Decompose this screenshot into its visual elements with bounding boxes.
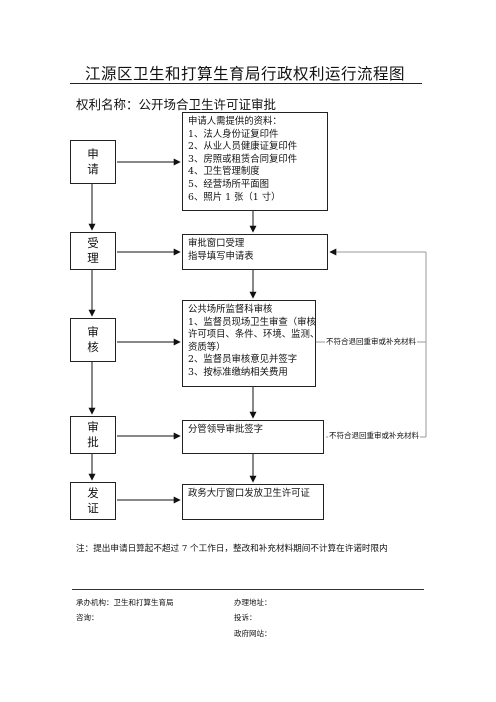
step-line: 审批窗口受理 [188,238,245,249]
step-line: 公共场所监督科审核 [188,304,273,315]
return-note-review: 不符合退回重审或补充材料 [325,336,417,347]
step-line: 2、监督员审核意见并签字 [188,354,298,366]
stage-apply: 申 请 [70,140,116,184]
step-line: 政务大厅窗口发放卫生许可证 [188,488,310,499]
stage-accept-char-2: 理 [87,251,99,265]
footer-org: 承办机构：卫生和打算生育局 [76,598,174,607]
footer-address: 办理地址： [234,598,272,607]
stage-accept: 受 理 [70,232,116,270]
stage-issue: 发 证 [70,482,116,520]
step-supervision-review: 公共场所监督科审核 1、监督员现场卫生审查（审核 许可项目、条件、环境、监测、 … [182,300,320,387]
title-underline [70,83,422,84]
step-line: 3、房照或租赁合同复印件 [188,153,298,165]
stage-review-char-1: 审 [87,325,99,339]
stage-accept-char-1: 受 [87,236,99,250]
step-line: 资质等） [188,341,226,353]
step-line: 3、按标准缴纳相关费用 [188,366,288,378]
step-apply-materials: 申请人需提供的资料： 1、法人身份证复印件 2、从业人员健康证复印件 3、房照或… [182,112,328,211]
stage-issue-char-1: 发 [87,486,99,500]
step-line: 6、照片 1 张（1 寸） [188,191,281,203]
step-line: 指导填写申请表 [188,250,254,262]
step-leader-approval: 分管领导审批签字 [182,420,324,454]
stage-approve: 审 批 [70,416,116,454]
step-line: 5、经营场所平面图 [188,178,269,190]
stage-review-char-2: 核 [87,340,99,354]
step-line: 1、法人身份证复印件 [188,128,279,140]
page-title: 江源区卫生和打算生育局行政权利运行流程图 [84,65,405,83]
step-line: 分管领导审批签字 [188,424,264,435]
step-window-accept: 审批窗口受理 指导填写申请表 [182,234,328,270]
step-line: 1、监督员现场卫生审查（审核 [188,316,316,328]
footer-consult: 咨询： [76,613,99,622]
footer-complaint: 投诉： [234,613,257,622]
return-note-approve: 不符合退回重审或补充材料 [328,430,420,441]
footnote: 注：提出申请日算起不超过 7 个工作日，整改和补充材料期间不计算在许诺时限内 [76,544,388,554]
footer-divider [72,589,424,590]
step-issue-license: 政务大厅窗口发放卫生许可证 [182,484,324,520]
footer-website: 政府网站： [234,629,272,638]
stage-approve-char-2: 批 [87,435,99,449]
stage-issue-char-2: 证 [87,501,99,515]
step-line: 2、从业人员健康证复印件 [188,141,298,153]
power-name: 权利名称：公开场合卫生许可证审批 [76,97,277,112]
step-line: 申请人需提供的资料： [188,116,282,127]
stage-review: 审 核 [70,318,116,362]
step-line: 许可项目、条件、环境、监测、 [188,329,320,341]
step-line: 4、卫生管理制度 [188,166,260,178]
stage-apply-char-2: 请 [87,162,99,176]
stage-apply-char-1: 申 [87,147,99,161]
stage-approve-char-1: 审 [87,420,99,434]
